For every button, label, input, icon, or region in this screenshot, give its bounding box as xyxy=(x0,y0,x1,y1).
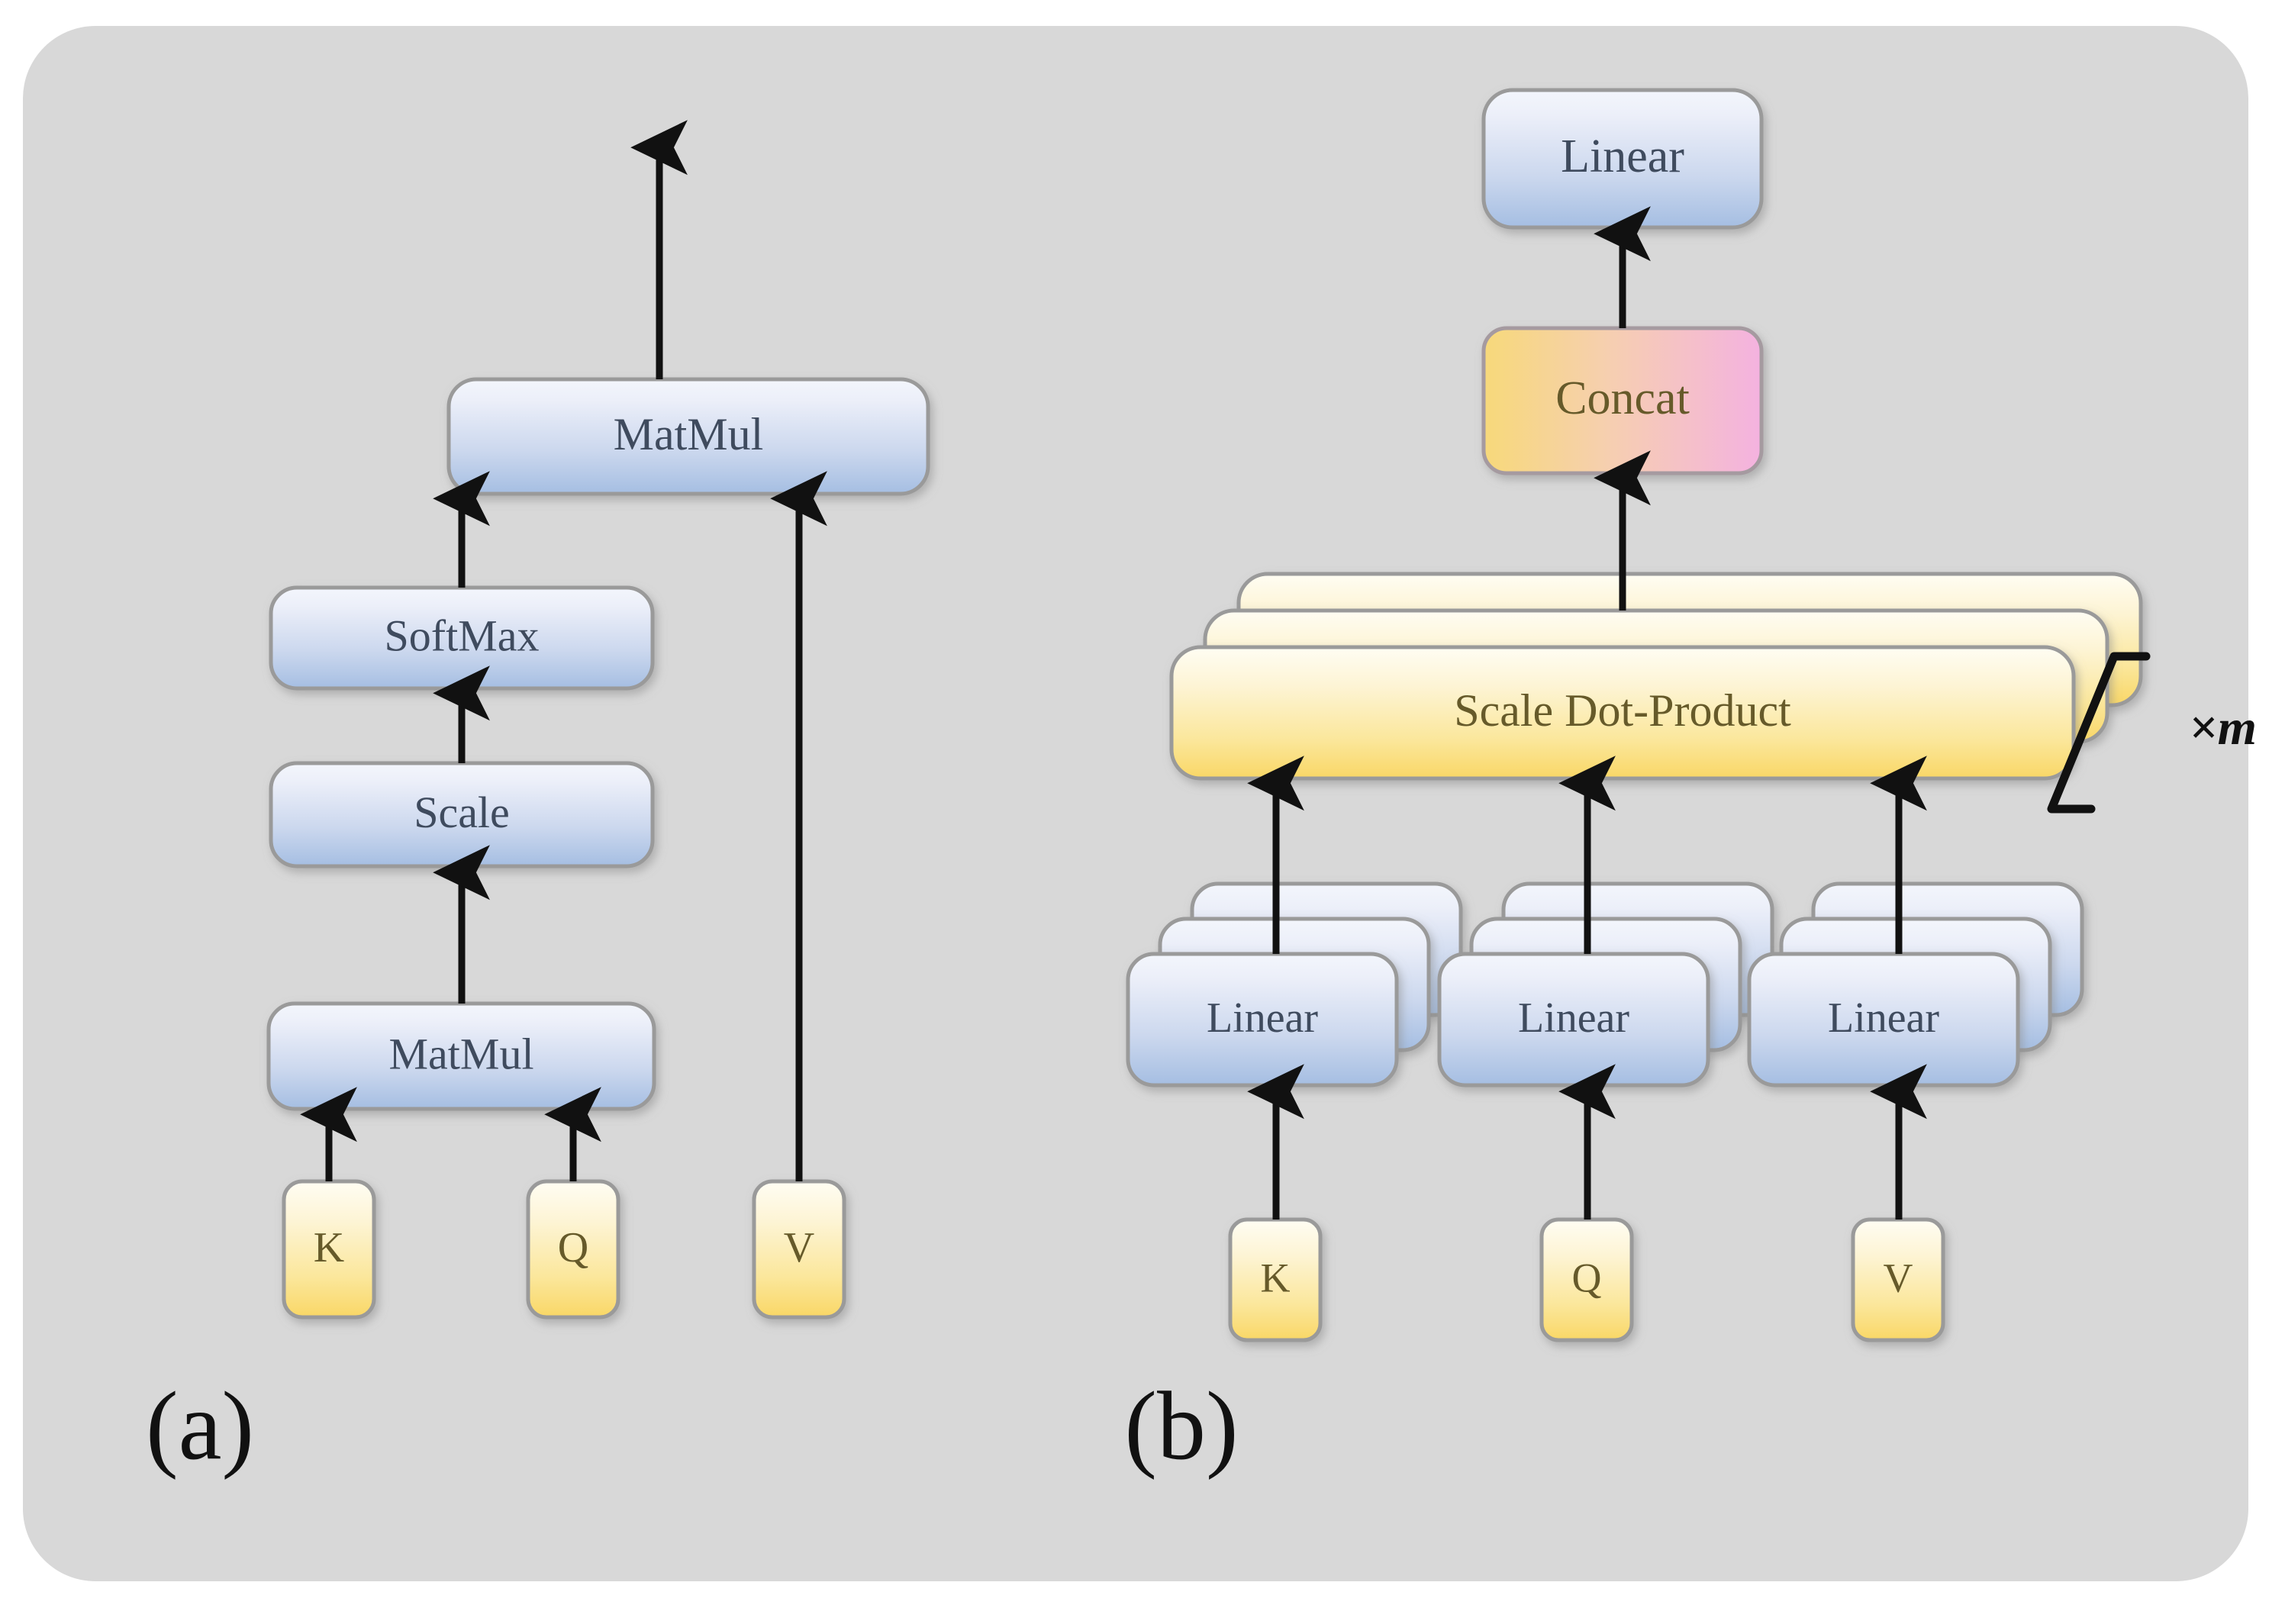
panel-a-node-scale[interactable]: Scale xyxy=(269,761,655,868)
panel-b-node-scale-dot-product[interactable]: Scale Dot-Product xyxy=(1169,572,2143,781)
node-body xyxy=(282,1179,376,1320)
node-body xyxy=(1437,952,1710,1088)
panel-b-repeat-bracket xyxy=(2047,652,2151,814)
labels-layer: (a) ×m (b) xyxy=(146,700,2257,1480)
node-body xyxy=(1481,88,1764,230)
panel-a-node-input-k[interactable]: K xyxy=(282,1179,376,1320)
panel-b-node-input-v[interactable]: V xyxy=(1851,1217,1945,1342)
panel-a-node-matmul-top[interactable]: MatMul xyxy=(446,377,930,496)
node-body xyxy=(1747,952,2020,1088)
node-body xyxy=(1481,326,1764,475)
panel-b-node-concat[interactable]: Concat xyxy=(1481,326,1764,475)
node-body xyxy=(1169,645,2076,781)
panel-b-node-linear-q[interactable]: Linear xyxy=(1437,881,1774,1088)
node-body xyxy=(752,1179,846,1320)
bracket-layer xyxy=(2047,652,2151,814)
node-body xyxy=(1851,1217,1945,1342)
node-body xyxy=(269,585,655,691)
node-body xyxy=(526,1179,620,1320)
panel-b-node-linear-v[interactable]: Linear xyxy=(1747,881,2084,1088)
panel-b-multiplier-label: ×m xyxy=(2189,700,2257,756)
node-body xyxy=(446,377,930,496)
panel-b-node-input-q[interactable]: Q xyxy=(1539,1217,1634,1342)
panel-b-node-input-k[interactable]: K xyxy=(1228,1217,1323,1342)
panel-b-caption: (b) xyxy=(1124,1371,1238,1480)
panel-a-node-input-q[interactable]: Q xyxy=(526,1179,620,1320)
node-body xyxy=(269,761,655,868)
panel-a-caption: (a) xyxy=(146,1371,254,1480)
node-body xyxy=(1126,952,1399,1088)
panel-a-node-softmax[interactable]: SoftMax xyxy=(269,585,655,691)
panel-b-node-linear-output[interactable]: Linear xyxy=(1481,88,1764,230)
panel-a-node-input-v[interactable]: V xyxy=(752,1179,846,1320)
node-body xyxy=(266,1001,656,1111)
node-body xyxy=(1539,1217,1634,1342)
panel-b-node-linear-k[interactable]: Linear xyxy=(1126,881,1463,1088)
node-body xyxy=(1228,1217,1323,1342)
arrows-layer xyxy=(300,120,1927,1220)
panel-a-node-matmul-bottom[interactable]: MatMul xyxy=(266,1001,656,1111)
